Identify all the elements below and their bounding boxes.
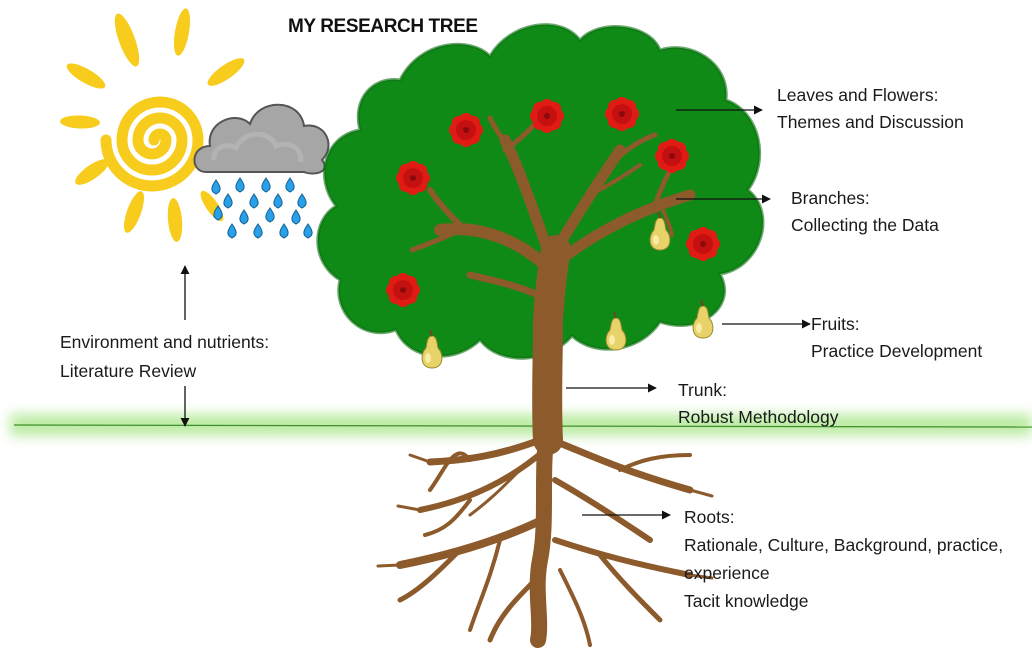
rain-drop-icon [227,223,237,239]
label-environment: Environment and nutrients: Literature Re… [60,328,269,386]
label-roots-line3: Tacit knowledge [684,591,809,611]
label-leaves-text: Themes and Discussion [777,112,964,132]
label-environment-text: Literature Review [60,361,197,381]
rain-drop-icon [239,209,249,225]
rain-drop-icon [285,177,295,193]
label-fruits-text: Practice Development [811,341,983,361]
rain-drop-icon [249,193,259,209]
label-trunk-text: Robust Methodology [678,407,839,427]
label-roots-heading: Roots: [684,507,735,527]
rain-drop-icon [213,205,223,221]
label-leaves-heading: Leaves and Flowers: [777,85,939,105]
label-branches: Branches: Collecting the Data [791,185,939,239]
pear-fruit-icon [605,311,627,351]
pear-fruit-icon [649,211,671,251]
label-branches-heading: Branches: [791,188,870,208]
flower-icon [605,97,639,131]
rain-drop-icon [297,193,307,209]
rain-drop-icon [279,223,289,239]
rain-drop-icon [261,177,271,193]
label-leaves: Leaves and Flowers: Themes and Discussio… [777,82,964,136]
tree-canopy [316,23,765,360]
roots [376,417,714,648]
flower-icon [686,227,720,261]
label-branches-text: Collecting the Data [791,215,939,235]
rain-drop-icon [211,179,221,195]
label-fruits: Fruits: Practice Development [811,311,982,365]
label-trunk: Trunk: Robust Methodology [678,377,839,431]
arrows [180,105,811,520]
page-title: MY RESEARCH TREE [288,16,478,37]
pear-fruit-icon [692,299,714,339]
flower-icon [655,139,689,173]
pears [421,211,714,369]
flower-icon [449,113,483,147]
rain-drop-icon [223,193,233,209]
flower-icon [396,161,430,195]
pear-fruit-icon [421,329,443,369]
label-environment-heading: Environment and nutrients: [60,332,270,352]
label-roots-line2: experience [684,563,770,583]
rain-drop-icon [265,207,275,223]
label-roots-line1: Rationale, Culture, Background, practice… [684,535,1004,555]
rain-drop-icon [253,223,263,239]
rain-drop-icon [273,193,283,209]
ground-line [10,414,1032,436]
flower-icon [530,99,564,133]
label-fruits-heading: Fruits: [811,314,860,334]
tree-trunk [409,115,696,455]
label-roots: Roots: Rationale, Culture, Background, p… [684,503,1003,615]
rain-cloud-icon [193,103,330,239]
flower-icon [386,273,420,307]
rain-drop-icon [235,177,245,193]
rain-drop-icon [291,209,301,225]
label-trunk-heading: Trunk: [678,380,727,400]
flowers [386,97,720,307]
rain-drop-icon [303,223,313,239]
